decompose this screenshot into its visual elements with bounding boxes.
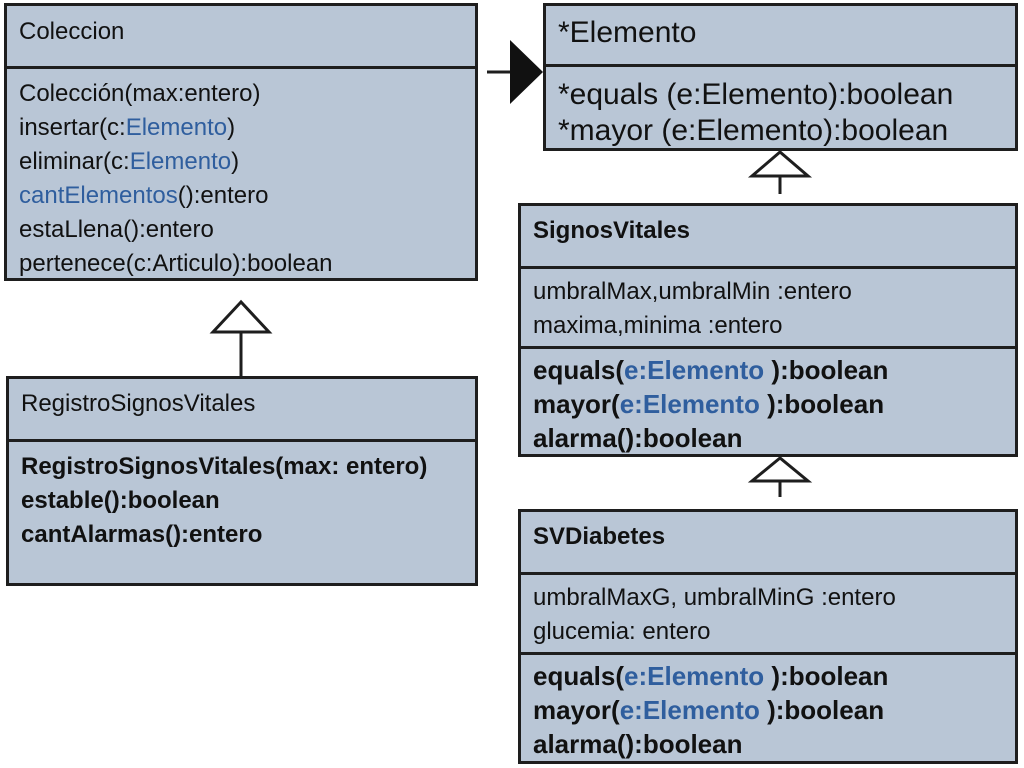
type-reference: Elemento xyxy=(129,148,232,175)
operation-line: insertar(c:Elemento) xyxy=(19,111,463,145)
operation-text: ):boolean xyxy=(759,389,885,419)
operation-text: pertenece(c:Articulo):boolean xyxy=(19,250,333,277)
attribute-line: glucemia: entero xyxy=(533,618,711,645)
association-arrowhead xyxy=(510,40,543,104)
class-title: RegistroSignosVitales xyxy=(21,390,256,417)
class-title: Coleccion xyxy=(19,18,125,45)
operation-text: RegistroSignosVitales(max: entero) xyxy=(21,453,428,480)
class-name: RegistroSignosVitales xyxy=(9,379,475,439)
operation-text: *equals (e:Elemento):boolean xyxy=(558,78,954,111)
operation-text: eliminar(c: xyxy=(19,148,130,175)
class-title: SVDiabetes xyxy=(533,523,666,550)
class-name: SignosVitales xyxy=(521,206,1015,266)
operation-line: eliminar(c:Elemento) xyxy=(19,145,463,179)
operation-text: alarma():boolean xyxy=(533,729,743,759)
operation-line: equals(e:Elemento ):boolean xyxy=(533,659,1003,693)
type-reference: cantElementos xyxy=(19,182,178,209)
operation-text: estaLlena():entero xyxy=(19,216,214,243)
operation-line: cantElementos():entero xyxy=(19,179,463,213)
class-name: Coleccion xyxy=(7,6,475,66)
operation-text: estable():boolean xyxy=(21,487,220,514)
inheritance-arrow-registro-coleccion xyxy=(209,299,273,334)
class-svdiabetes: SVDiabetes umbralMaxG, umbralMinG :enter… xyxy=(518,509,1018,764)
operation-line: mayor(e:Elemento ):boolean xyxy=(533,693,1003,727)
type-reference: Elemento xyxy=(125,114,228,141)
operation-text: ) xyxy=(227,114,236,141)
attributes-compartment: umbralMax,umbralMin :entero maxima,minim… xyxy=(521,266,1015,346)
operation-line: *equals (e:Elemento):boolean xyxy=(558,77,1003,113)
operation-line: equals(e:Elemento ):boolean xyxy=(533,353,1003,387)
operation-text: mayor( xyxy=(533,389,620,419)
type-reference: e:Elemento xyxy=(624,661,765,691)
operation-line: pertenece(c:Articulo):boolean xyxy=(19,247,463,281)
class-title: SignosVitales xyxy=(533,217,690,244)
operation-line: RegistroSignosVitales(max: entero) xyxy=(21,450,463,484)
operation-line: *mayor (e:Elemento):boolean xyxy=(558,113,1003,149)
attribute-line: umbralMaxG, umbralMinG :entero xyxy=(533,584,896,611)
operation-line: alarma():boolean xyxy=(533,727,1003,761)
operation-text: equals( xyxy=(533,661,625,691)
operations-compartment: *equals (e:Elemento):boolean*mayor (e:El… xyxy=(546,64,1015,149)
operation-text: cantAlarmas():entero xyxy=(21,521,263,548)
class-signos-vitales: SignosVitales umbralMax,umbralMin :enter… xyxy=(518,203,1018,457)
operation-line: estaLlena():entero xyxy=(19,213,463,247)
class-name: *Elemento xyxy=(546,6,1015,64)
attribute-line: maxima,minima :entero xyxy=(533,312,783,339)
operation-line: Colección(max:entero) xyxy=(19,77,463,111)
type-reference: e:Elemento xyxy=(624,355,765,385)
operation-text: ) xyxy=(231,148,240,175)
inheritance-arrow-signos-elemento xyxy=(747,150,813,178)
class-elemento: *Elemento *equals (e:Elemento):boolean*m… xyxy=(543,3,1018,151)
type-reference: e:Elemento xyxy=(619,389,760,419)
operation-text: ):boolean xyxy=(764,661,889,691)
attributes-compartment: umbralMaxG, umbralMinG :entero glucemia:… xyxy=(521,572,1015,652)
operation-text: insertar(c: xyxy=(19,114,126,141)
class-name: SVDiabetes xyxy=(521,512,1015,572)
operation-text: equals( xyxy=(533,355,625,385)
operation-text: Colección(max:entero) xyxy=(19,80,261,107)
inheritance-arrow-svdiabetes-signos xyxy=(747,456,813,483)
operation-line: alarma():boolean xyxy=(533,421,1003,455)
operation-text: ):boolean xyxy=(759,695,885,725)
operations-compartment: Colección(max:entero) insertar(c:Elemento… xyxy=(7,66,475,281)
class-registro-signos-vitales: RegistroSignosVitales RegistroSignosVita… xyxy=(6,376,478,586)
operation-text: *mayor (e:Elemento):boolean xyxy=(558,114,949,147)
operation-line: cantAlarmas():entero xyxy=(21,518,463,552)
class-title: *Elemento xyxy=(558,16,697,49)
operation-line: estable():boolean xyxy=(21,484,463,518)
operation-text: ):boolean xyxy=(764,355,889,385)
attribute-line: umbralMax,umbralMin :entero xyxy=(533,278,852,305)
class-coleccion: Coleccion Colección(max:entero) insertar(… xyxy=(4,3,478,281)
operations-compartment: RegistroSignosVitales(max: entero) establ… xyxy=(9,439,475,552)
operation-line: mayor(e:Elemento ):boolean xyxy=(533,387,1003,421)
type-reference: e:Elemento xyxy=(619,695,760,725)
operation-text: ():entero xyxy=(177,182,269,209)
operation-text: mayor( xyxy=(533,695,620,725)
operation-text: alarma():boolean xyxy=(533,423,743,453)
